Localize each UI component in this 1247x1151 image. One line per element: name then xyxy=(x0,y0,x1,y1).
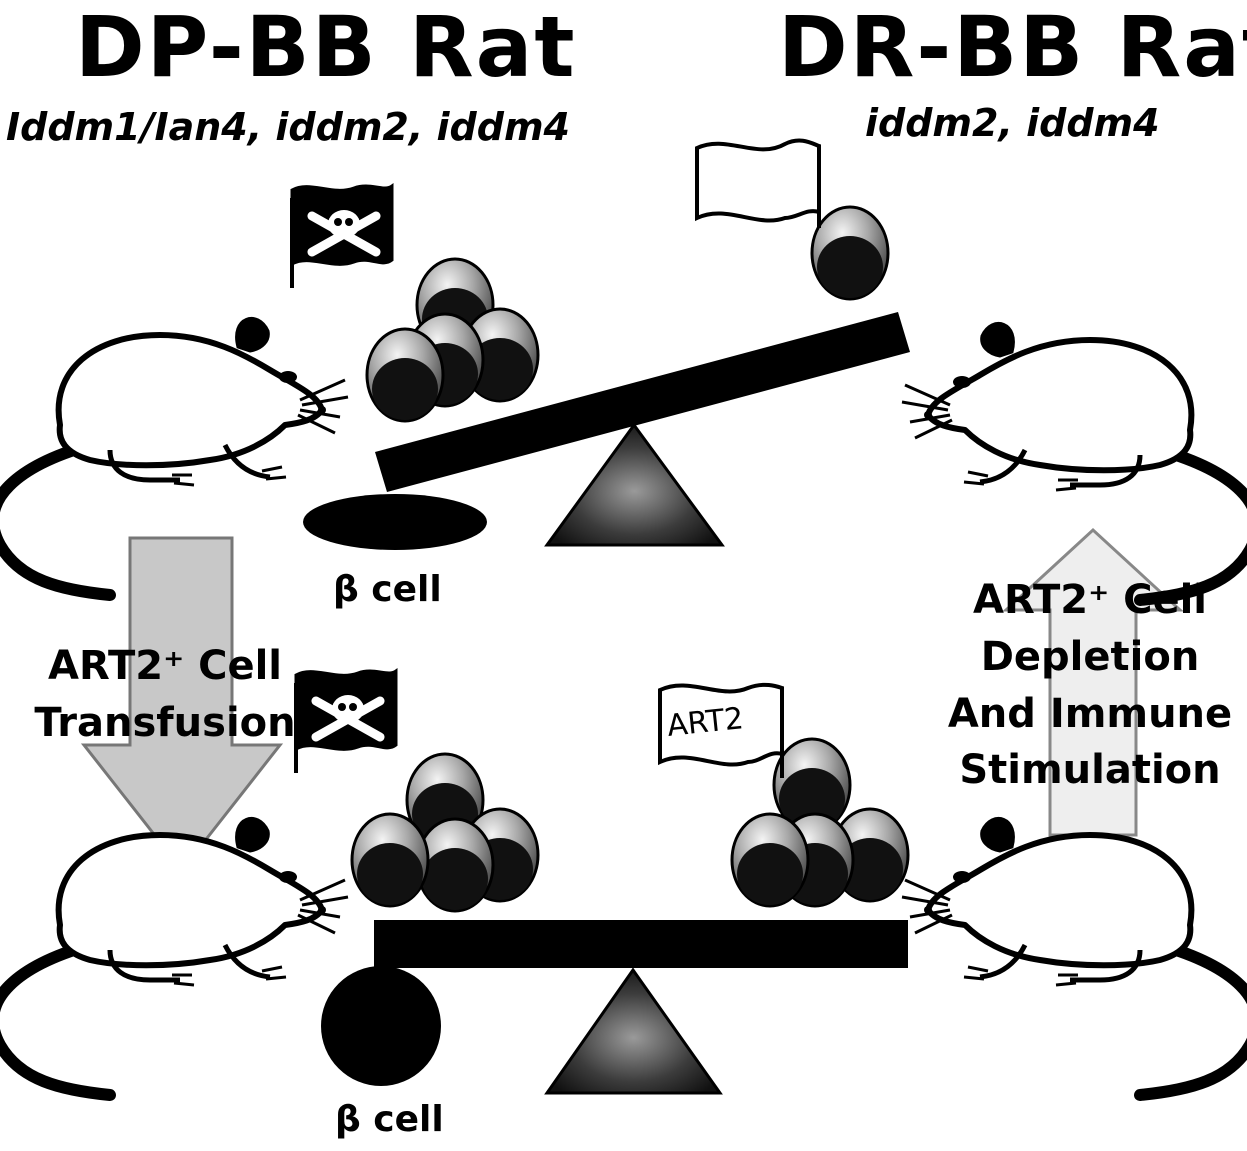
transfusion-line-2: Transfusion xyxy=(34,699,296,746)
depletion-line-3: And Immune xyxy=(947,690,1233,737)
bottom-fulcrum-icon xyxy=(544,967,723,1095)
depletion-arrow-label: ART2⁺ Cell Depletion And Immune Stimulat… xyxy=(940,572,1240,799)
depletion-line-2: Depletion xyxy=(980,633,1200,680)
rat-icon-bottom-left xyxy=(0,818,348,1095)
bottom-beam xyxy=(374,920,908,968)
top-fulcrum-icon xyxy=(544,422,725,547)
bottom-pirate-flag-icon xyxy=(296,671,396,773)
top-pirate-flag-icon xyxy=(292,186,392,288)
transfusion-line-1: ART2⁺ Cell xyxy=(47,643,283,689)
bottom-pathogenic-cells xyxy=(350,752,540,913)
transfusion-arrow-label: ART2⁺ Cell Transfusion xyxy=(30,638,300,752)
top-white-flag-icon xyxy=(695,138,821,228)
dr-bb-rat-title: DR-BB Rat xyxy=(778,0,1247,96)
dr-bb-genes: iddm2, iddm4 xyxy=(865,101,1160,145)
dp-bb-rat-title: DP-BB Rat xyxy=(75,0,577,96)
top-regulatory-cell-icon xyxy=(810,205,890,301)
bottom-beta-cell-icon xyxy=(321,966,441,1086)
dp-bb-genes: Iddm1/Ian4, iddm2, iddm4 xyxy=(6,105,570,149)
bottom-seesaw xyxy=(296,671,910,1095)
depletion-up-arrow xyxy=(1002,527,1184,837)
rat-icon-bottom-right xyxy=(902,818,1247,1095)
bottom-beta-cell-label: β cell xyxy=(335,1099,444,1140)
depletion-line-4: Stimulation xyxy=(959,747,1221,794)
top-beta-cell-label: β cell xyxy=(333,569,442,610)
depletion-line-1: ART2⁺ Cell xyxy=(972,577,1208,623)
bottom-regulatory-cells xyxy=(730,737,910,908)
top-seesaw xyxy=(292,138,910,550)
top-beta-cell-icon xyxy=(303,494,487,550)
bottom-art2-flag-icon xyxy=(658,682,784,778)
transfusion-down-arrow xyxy=(80,536,284,873)
top-pathogenic-cells xyxy=(365,257,540,423)
top-beam xyxy=(375,312,910,492)
